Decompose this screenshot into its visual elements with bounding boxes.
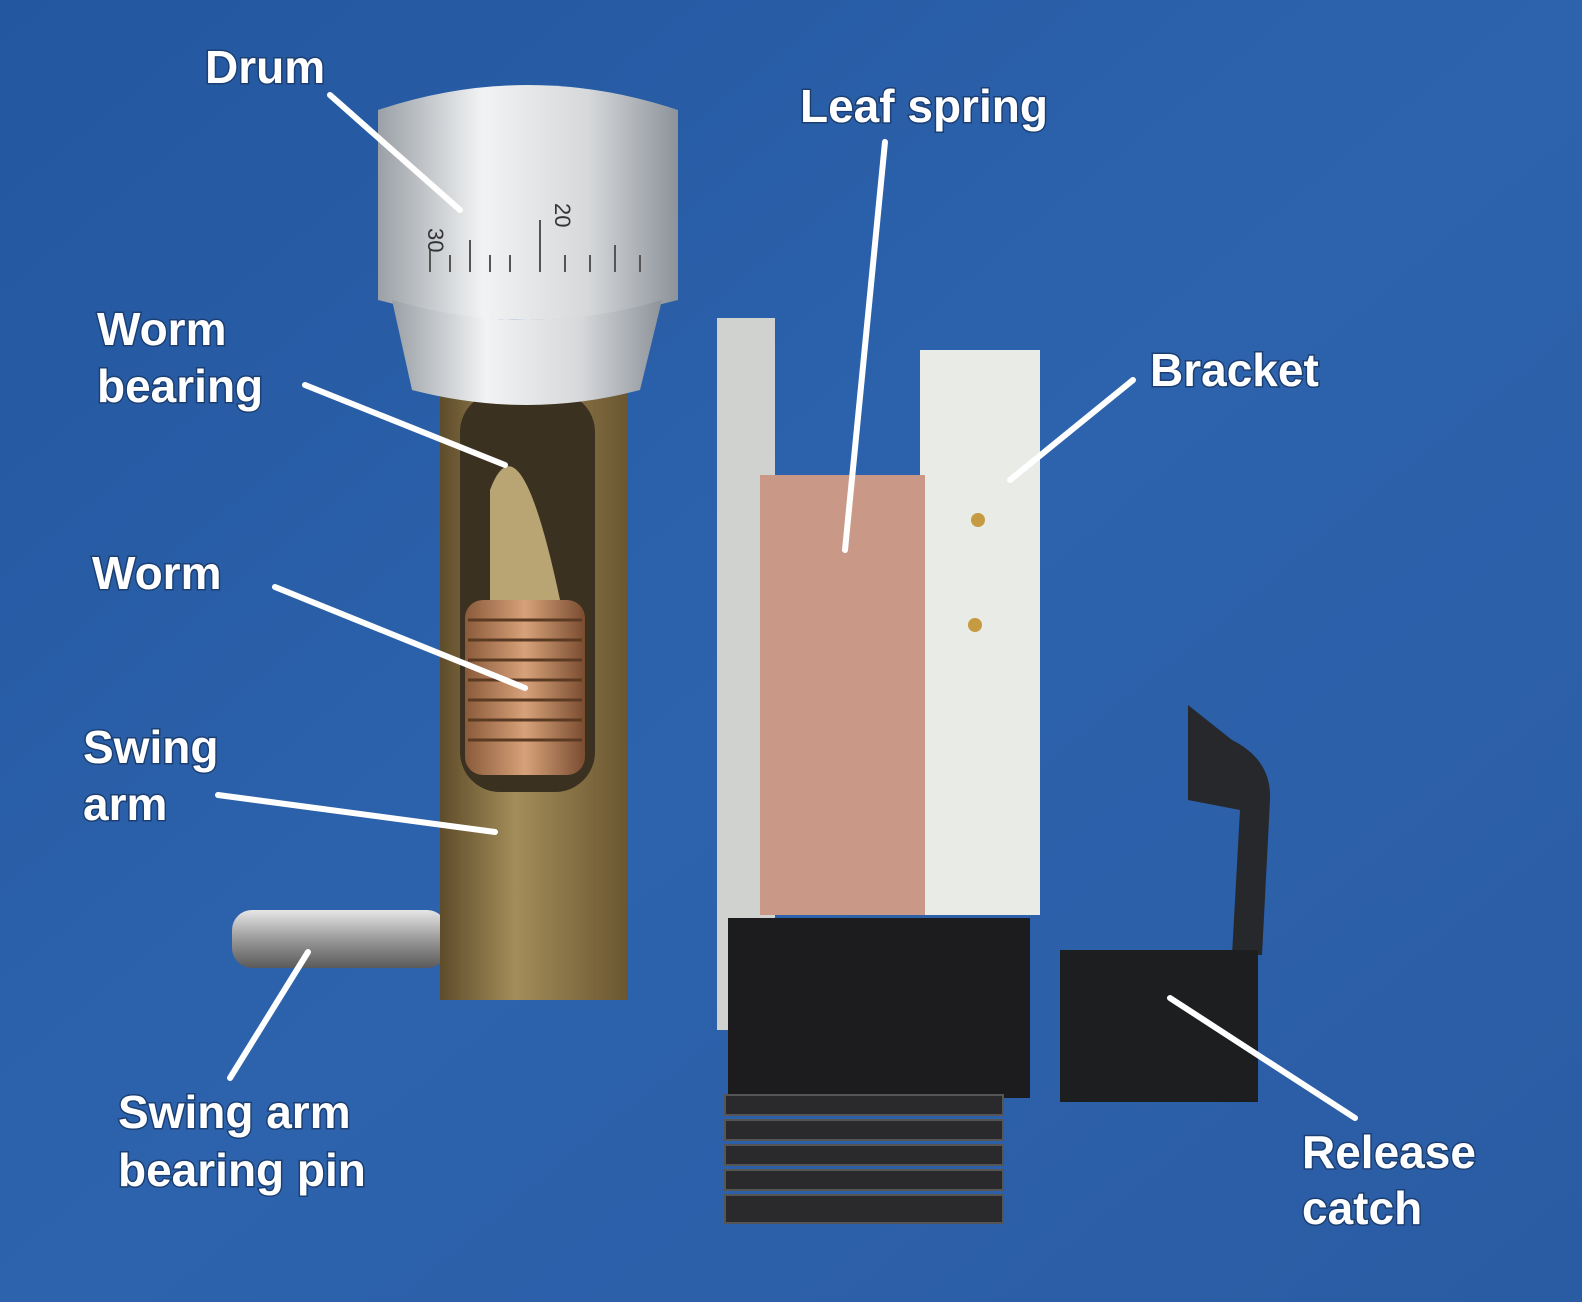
label-drum: Drum xyxy=(205,41,325,93)
bracket-hole xyxy=(971,513,985,527)
leader-bracket xyxy=(1007,377,1136,483)
drum-mark-30: 30 xyxy=(423,228,448,252)
leader-bearing-pin xyxy=(227,949,311,1081)
swing-arm-assembly: 20 30 xyxy=(232,85,678,1000)
black-base xyxy=(728,918,1030,1098)
bearing-pin xyxy=(232,910,447,968)
label-bearing-pin-line1: Swing arm xyxy=(118,1086,351,1138)
bracket-hole xyxy=(968,618,982,632)
label-release-catch-line2: catch xyxy=(1302,1182,1422,1234)
release-catch xyxy=(1060,705,1271,1102)
leader-release-catch xyxy=(1167,995,1358,1121)
label-swing-arm-line2: arm xyxy=(83,778,167,830)
leaf-spring xyxy=(760,475,925,915)
worm-threads xyxy=(468,618,582,742)
drum-mark-20: 20 xyxy=(550,203,575,227)
label-leaf-spring: Leaf spring xyxy=(800,80,1048,132)
bracket-right-plate xyxy=(920,350,1040,915)
label-worm-bearing-line1: Worm xyxy=(97,303,227,355)
worm-bearing xyxy=(490,466,560,600)
drum-scale-ticks xyxy=(429,220,641,272)
drum-collar xyxy=(392,300,662,405)
leader-worm-bearing xyxy=(302,382,508,468)
label-release-catch-line1: Release xyxy=(1302,1126,1476,1178)
label-worm: Worm xyxy=(92,547,222,599)
bracket-assembly xyxy=(717,318,1040,1224)
leader-swing-arm xyxy=(215,792,498,835)
drum xyxy=(378,85,678,320)
release-catch-block xyxy=(1060,950,1258,1102)
label-bearing-pin-line2: bearing pin xyxy=(118,1144,366,1196)
base-ribs xyxy=(724,1094,1004,1224)
leader-drum xyxy=(327,92,463,213)
label-swing-arm-line1: Swing xyxy=(83,721,218,773)
release-catch-arm xyxy=(1188,705,1271,955)
leader-leaf-spring xyxy=(842,139,888,553)
leader-worm xyxy=(272,584,528,691)
label-bracket: Bracket xyxy=(1150,344,1319,396)
label-worm-bearing-line2: bearing xyxy=(97,360,263,412)
